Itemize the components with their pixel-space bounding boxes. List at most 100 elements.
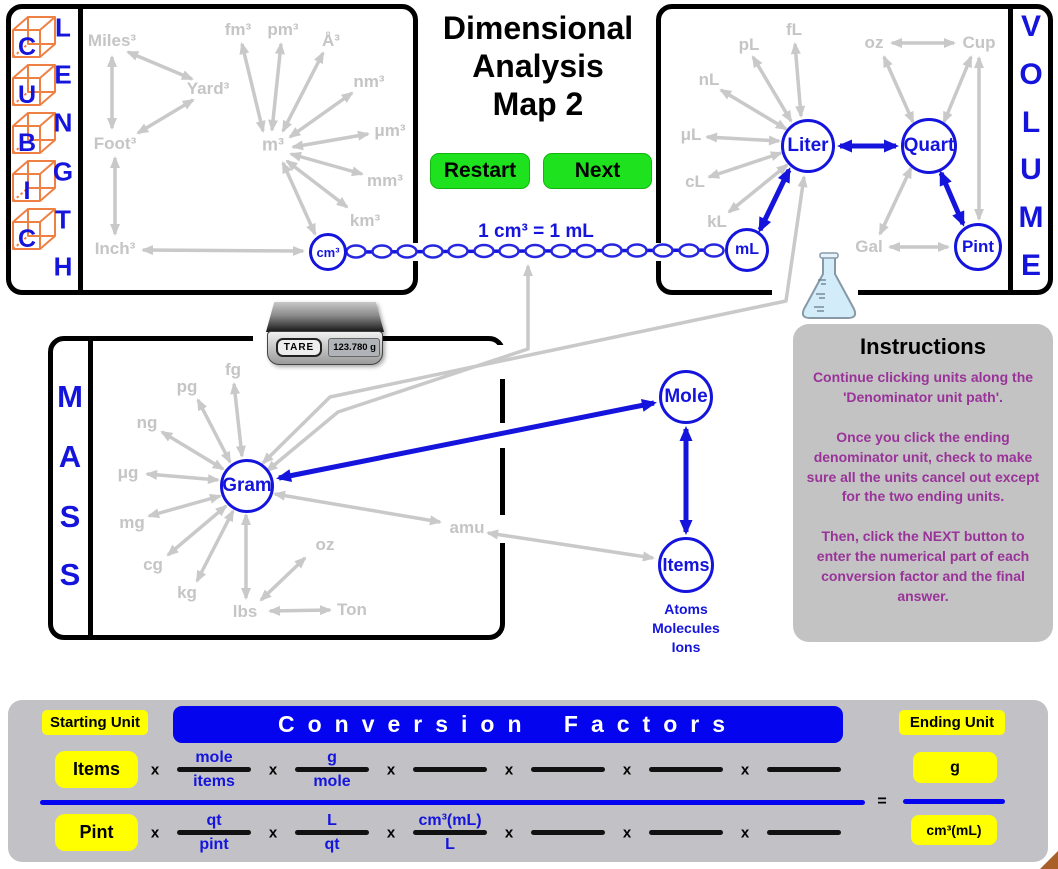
unit-fg[interactable]: fg [224, 360, 242, 379]
fraction-numerator: qt [206, 812, 222, 829]
arrow-quart-pint-selected [938, 170, 966, 227]
unit-miles3[interactable]: Miles³ [87, 31, 137, 50]
unit-ton[interactable]: Ton [337, 600, 367, 619]
mass-word-letter: A [58, 439, 82, 474]
fraction-bar [649, 830, 723, 835]
arrow-gram-fg [230, 382, 246, 458]
unit-items-circle[interactable]: Items [658, 537, 714, 593]
cube-icon: U [12, 64, 56, 109]
equivalence-note: 1 cm³ = 1 mL [478, 221, 594, 242]
unit-mm3[interactable]: mm³ [367, 171, 403, 190]
unit-kl[interactable]: kL [707, 212, 727, 231]
unit-oz-mass[interactable]: oz [315, 535, 335, 554]
fraction-numerator [518, 811, 618, 830]
unit-pg[interactable]: pg [176, 377, 198, 396]
unit-fm3[interactable]: fm³ [224, 20, 252, 39]
fraction-denominator [754, 835, 854, 854]
unit-pm3[interactable]: pm³ [267, 20, 299, 39]
restart-button[interactable]: Restart [430, 153, 530, 189]
multiply-sign: x [622, 761, 632, 779]
arrow-amu-items [486, 529, 655, 562]
multiply-sign: x [504, 824, 514, 842]
unit-m3[interactable]: m³ [262, 134, 284, 155]
unit-inch3[interactable]: Inch³ [94, 239, 136, 258]
next-button[interactable]: Next [543, 153, 652, 189]
fraction-bar [295, 767, 369, 772]
unit-ug[interactable]: μg [117, 463, 139, 482]
arrow-liter-nl [719, 88, 788, 131]
unit-kg[interactable]: kg [177, 583, 197, 602]
cube-icon: I [12, 160, 56, 205]
unit-fl[interactable]: fL [785, 20, 803, 39]
unit-nl[interactable]: nL [698, 70, 720, 89]
fraction-slot [636, 811, 736, 854]
unit-foot3[interactable]: Foot³ [93, 134, 137, 153]
instructions-title: Instructions [860, 334, 986, 359]
unit-gram-circle[interactable]: Gram [220, 459, 274, 513]
mass-panel-divider [88, 341, 93, 635]
unit-ng[interactable]: ng [136, 413, 158, 432]
cube-letter: I [24, 177, 31, 205]
unit-mg[interactable]: mg [119, 513, 145, 532]
items-caption-ions: Ions [671, 639, 701, 655]
arrow-gram-chainlink [265, 264, 533, 473]
unit-mole-circle[interactable]: Mole [659, 370, 713, 424]
unit-liter-circle[interactable]: Liter [781, 119, 835, 173]
balance-scale-image: TARE 123.780 g [266, 302, 384, 368]
unit-pint-circle[interactable]: Pint [954, 223, 1002, 271]
mass-word-letter: M [57, 379, 83, 414]
unit-cg[interactable]: cg [143, 555, 163, 574]
fraction-bar [413, 830, 487, 835]
arrow-yard3-foot3 [136, 98, 195, 135]
chain-link-cm3-ml[interactable] [345, 243, 725, 259]
fraction-bar [531, 767, 605, 772]
unit-quart-circle[interactable]: Quart [901, 118, 957, 174]
arrow-lbs-ton [268, 605, 332, 616]
length-word-letter: E [54, 59, 72, 90]
unit-ul[interactable]: μL [680, 125, 702, 144]
fraction-denominator: items [193, 773, 235, 790]
ending-unit-denominator: cm³(mL) [911, 815, 997, 845]
scale-display-readout: 123.780 g [328, 338, 380, 357]
cube-icon: C [12, 208, 56, 253]
unit-pl[interactable]: pL [738, 35, 760, 54]
volume-word-letter: U [1020, 153, 1042, 186]
multiply-sign: x [268, 824, 278, 842]
unit-um3[interactable]: μm³ [374, 121, 406, 140]
items-caption-atoms: Atoms [664, 601, 708, 617]
unit-angstrom3[interactable]: Å³ [322, 31, 340, 50]
fraction-slot: g mole [282, 748, 382, 791]
fraction-slot [754, 811, 854, 854]
fraction-numerator [518, 748, 618, 767]
ending-unit-numerator: g [913, 752, 997, 783]
unit-amu[interactable]: amu [449, 518, 485, 537]
fraction-denominator [636, 835, 736, 854]
fraction-bar [177, 767, 251, 772]
unit-cl[interactable]: cL [685, 172, 705, 191]
fraction-bar [531, 830, 605, 835]
cube-letter: U [18, 81, 36, 109]
unit-cup[interactable]: Cup [962, 33, 996, 52]
fraction-numerator [400, 748, 500, 767]
corner-triangle-icon [1040, 851, 1058, 869]
fraction-bar [413, 767, 487, 772]
unit-cm3-circle[interactable]: cm³ [309, 233, 347, 271]
instructions-paragraph: Then, click the NEXT button to enter the… [816, 528, 1030, 604]
fraction-denominator [400, 772, 500, 791]
arrow-m3-fm3 [239, 42, 266, 133]
unit-gal[interactable]: Gal [855, 237, 883, 256]
arrow-gram-ng [160, 430, 225, 471]
tare-button: TARE [276, 338, 322, 357]
instructions-paragraph: Once you click the ending denominator un… [806, 428, 1040, 505]
fraction-slot [636, 748, 736, 791]
unit-km3[interactable]: km³ [349, 211, 381, 230]
unit-yard3[interactable]: Yard³ [186, 79, 230, 98]
unit-nm3[interactable]: nm³ [353, 72, 385, 91]
fraction-slot [400, 748, 500, 791]
mass-word-letter: S [59, 557, 81, 592]
unit-oz-volume[interactable]: oz [864, 33, 884, 52]
length-word-letter: T [55, 204, 71, 235]
unit-ml-circle[interactable]: mL [725, 228, 769, 272]
arrow-liter-fl [790, 42, 806, 118]
unit-lbs[interactable]: lbs [232, 602, 258, 621]
